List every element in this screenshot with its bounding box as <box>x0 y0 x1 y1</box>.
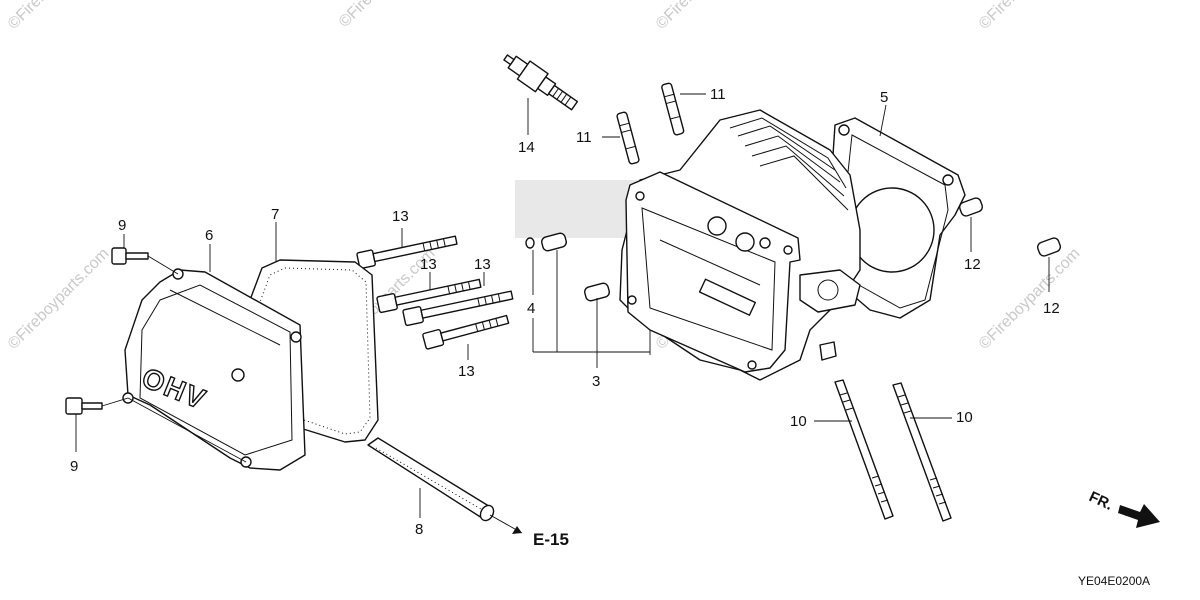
watermark: ©Fireboyparts.com <box>5 245 113 353</box>
callout-10-right: 10 <box>956 409 973 426</box>
head-cover: OHV <box>122 244 306 471</box>
callout-11-upper: 11 <box>710 86 726 103</box>
valve-guide-set <box>525 232 650 368</box>
callout-9-upper: 9 <box>118 217 126 234</box>
reference-label: E-15 <box>533 530 569 549</box>
bolt-13-a <box>356 235 458 270</box>
callout-4: 4 <box>527 300 535 317</box>
dowel-pin-12-upper <box>958 197 984 252</box>
watermark: ©Fireboyparts.com <box>976 0 1084 33</box>
dowel-pin-12-lower <box>1036 237 1062 292</box>
callout-6: 6 <box>205 227 213 244</box>
cover-bolt-9-lower <box>65 397 247 463</box>
callout-labels: 14 11 11 5 12 12 13 13 13 13 4 3 7 6 9 9… <box>70 86 1150 588</box>
callout-14: 14 <box>518 139 535 156</box>
breather-tube <box>367 437 523 534</box>
callout-13-top: 13 <box>392 208 409 225</box>
watermark: ©Fireboyparts.com <box>976 245 1084 353</box>
callout-7: 7 <box>271 206 279 223</box>
bolt-13-c <box>402 290 514 327</box>
callout-13-mid-right: 13 <box>474 256 491 273</box>
head-bolts <box>356 228 514 360</box>
watermark: ©Fireboyparts.com <box>653 0 761 33</box>
stud-11-upper <box>661 82 706 136</box>
cylinder-head <box>619 109 861 381</box>
cover-bolt-9-upper <box>111 234 179 275</box>
callout-12-lower: 12 <box>1043 300 1060 317</box>
watermark: ©Fireboyparts.com <box>5 0 113 33</box>
callout-12-upper: 12 <box>964 256 981 273</box>
bolt-13-b <box>376 278 482 314</box>
callout-13-mid-left: 13 <box>420 256 437 273</box>
reference-arrow-icon <box>512 526 522 534</box>
callout-8: 8 <box>415 521 423 538</box>
callout-11-lower: 11 <box>576 129 592 146</box>
front-direction-marker: FR. <box>1086 488 1160 528</box>
head-gasket <box>829 104 966 319</box>
callout-5: 5 <box>880 89 888 106</box>
callout-13-bottom: 13 <box>458 363 475 380</box>
stud-10-left <box>814 379 894 520</box>
front-arrow-icon <box>1118 504 1160 528</box>
watermark: ©Fireboyparts.com <box>336 0 444 31</box>
spark-plug <box>503 54 579 135</box>
bolt-13-d <box>422 314 510 350</box>
front-marker-label: FR. <box>1086 488 1115 514</box>
callout-9-lower: 9 <box>70 458 78 475</box>
callout-3: 3 <box>592 373 600 390</box>
diagram-code: YE04E0200A <box>1078 574 1150 588</box>
stud-11-lower <box>602 111 640 165</box>
callout-10-left: 10 <box>790 413 807 430</box>
stud-10-right <box>892 382 952 522</box>
